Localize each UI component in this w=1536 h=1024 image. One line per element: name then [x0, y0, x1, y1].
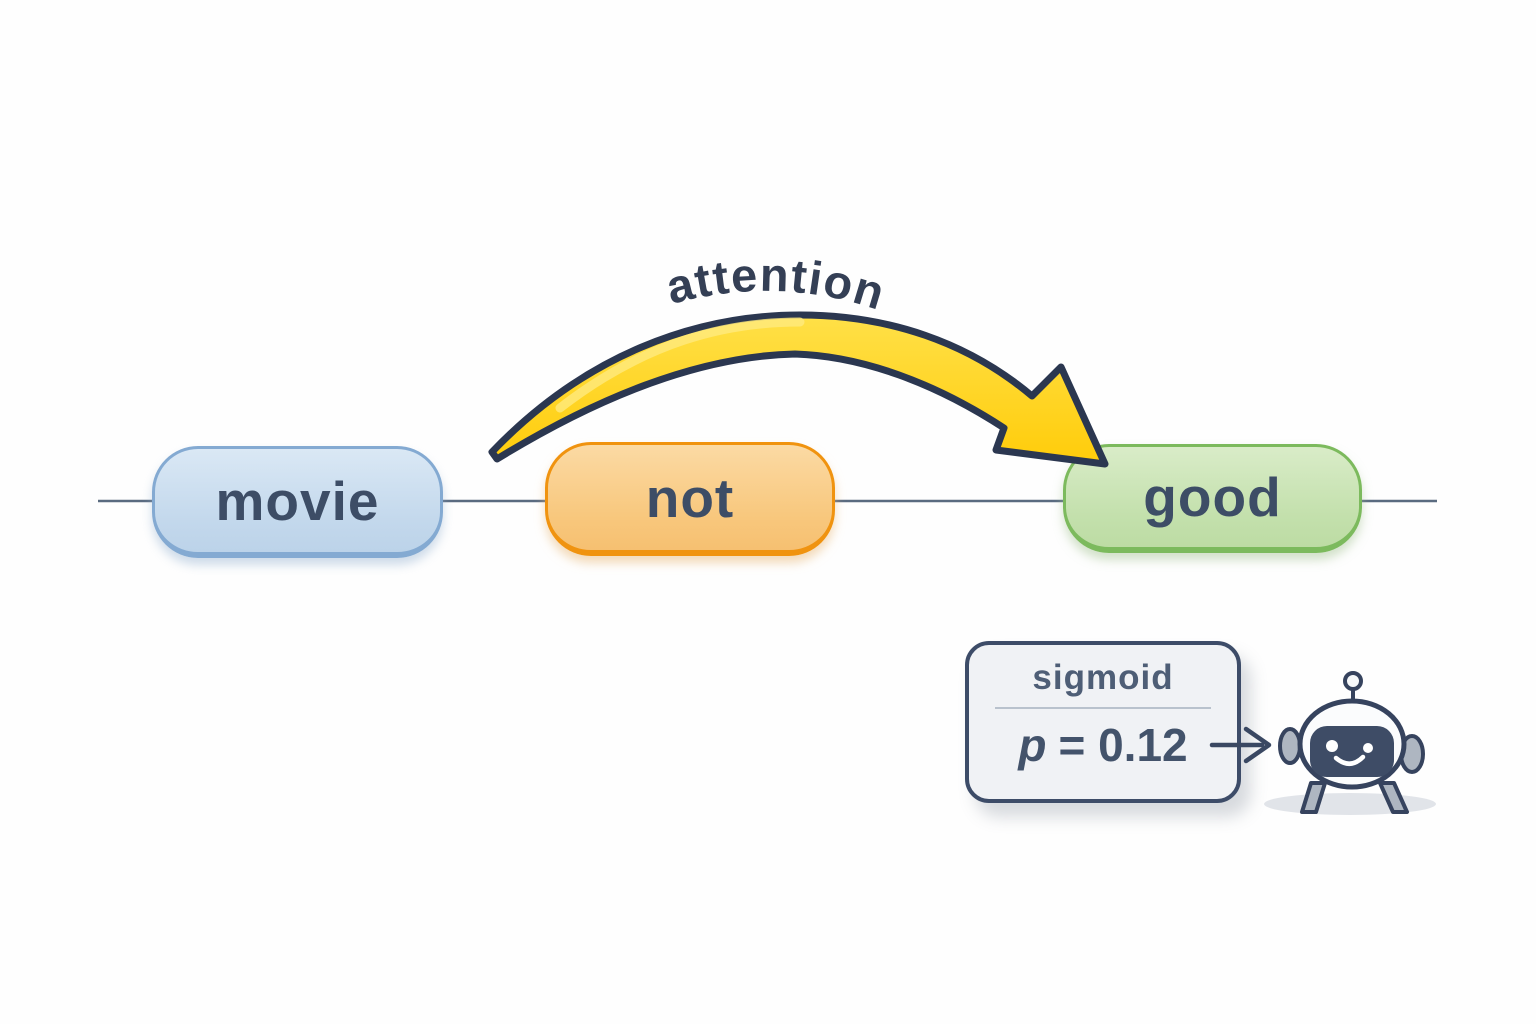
- probability-value: = 0.12: [1058, 719, 1188, 771]
- sigmoid-divider: [995, 707, 1211, 709]
- robot-face-screen: [1310, 726, 1394, 777]
- robot-ear-left: [1278, 727, 1302, 765]
- output-arrow-head: [1243, 726, 1272, 764]
- token-not: not: [545, 442, 835, 556]
- probability-variable: p: [1018, 719, 1047, 771]
- robot-smile: [1333, 754, 1366, 766]
- robot-eye-left: [1326, 740, 1338, 752]
- token-good: good: [1063, 444, 1362, 553]
- sigmoid-probability: p = 0.12: [1018, 718, 1187, 772]
- robot-shadow: [1264, 793, 1436, 815]
- token-movie: movie: [152, 446, 443, 558]
- attention-arrow-highlight: [555, 317, 805, 413]
- sigmoid-title: sigmoid: [1032, 658, 1174, 697]
- attention-label: attention: [661, 248, 891, 320]
- robot-antenna-ball: [1343, 671, 1363, 691]
- token-good-label: good: [1143, 466, 1282, 528]
- robot-ear-right: [1399, 734, 1425, 774]
- robot-mascot-icon: [1264, 671, 1436, 815]
- attention-label-text: attention: [661, 248, 892, 320]
- sigmoid-output-box: sigmoid p = 0.12: [965, 641, 1241, 803]
- robot-leg-left: [1300, 781, 1327, 814]
- robot-head: [1297, 698, 1407, 790]
- robot-leg-right: [1378, 781, 1409, 814]
- robot-eye-right: [1363, 743, 1373, 753]
- token-movie-label: movie: [215, 469, 380, 532]
- token-not-label: not: [645, 466, 735, 529]
